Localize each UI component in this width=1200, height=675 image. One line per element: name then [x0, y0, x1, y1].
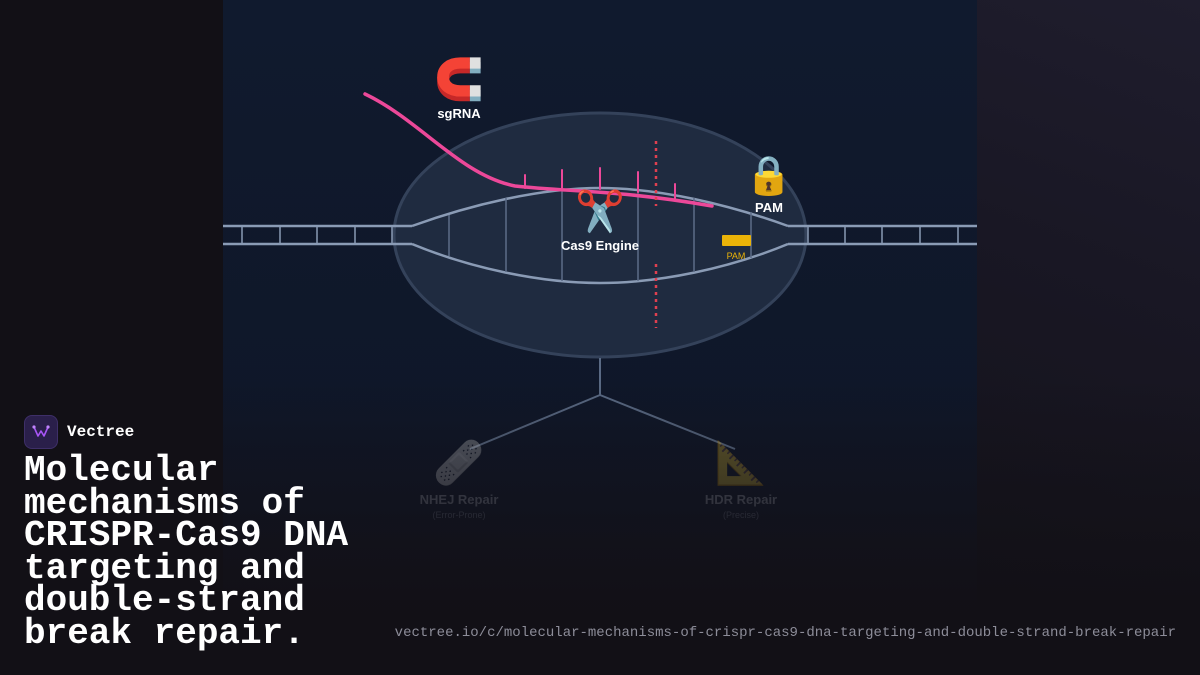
dna-right-rungs	[807, 226, 959, 244]
nhej-sublabel: (Error-Prone)	[432, 510, 486, 520]
pam-marker-label: PAM	[726, 251, 746, 261]
pam-label: PAM	[755, 200, 783, 215]
hdr-sublabel: (Precise)	[722, 510, 760, 520]
triangular-ruler-icon: 📐	[714, 438, 768, 487]
cas9-label: Cas9 Engine	[560, 238, 640, 253]
cas9-complex	[392, 111, 808, 359]
dna-bubble-rungs	[448, 191, 752, 281]
nhej-label: NHEJ Repair	[419, 492, 499, 507]
brand-name: Vectree	[67, 423, 135, 441]
page-title: Molecular mechanisms of CRISPR-Cas9 DNA …	[24, 450, 349, 654]
hdr-label: HDR Repair	[704, 492, 778, 507]
sgrna-strand	[363, 92, 714, 208]
sgrna-base-ticks	[524, 167, 676, 200]
repair-branch-lines	[469, 358, 736, 450]
sgrna-label: sgRNA	[437, 106, 481, 121]
scissors-icon: ✂️	[575, 189, 625, 235]
lock-icon: 🔒	[745, 153, 793, 197]
dna-left-rungs	[241, 226, 393, 244]
brand: Vectree	[24, 415, 134, 449]
dna-bottom-strand	[411, 242, 789, 285]
bandage-icon: 🩹	[432, 438, 486, 487]
pam-marker	[722, 235, 751, 246]
source-url[interactable]: vectree.io/c/molecular-mechanisms-of-cri…	[394, 625, 1176, 641]
vectree-logo-icon	[24, 415, 58, 449]
magnet-icon: 🧲	[434, 57, 484, 103]
